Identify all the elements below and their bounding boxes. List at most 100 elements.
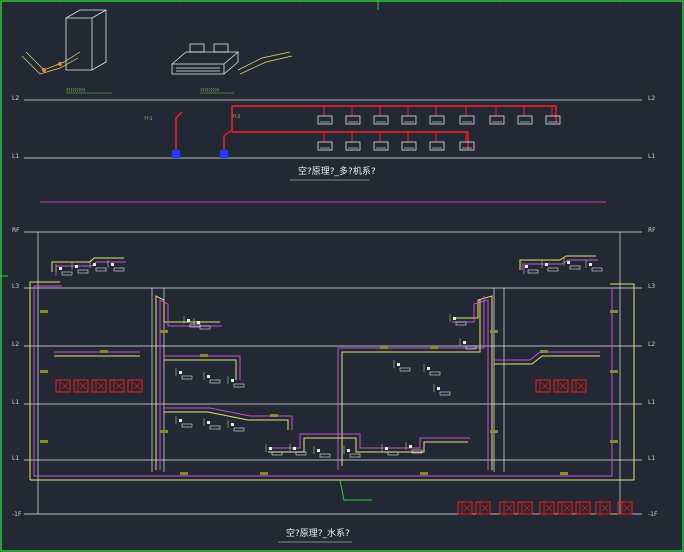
ahu-icon <box>55 379 71 393</box>
indoor-unit-icon <box>61 271 73 276</box>
ahu-icon <box>517 501 533 515</box>
indoor-unit-icon <box>317 115 333 125</box>
indoor-unit-icon <box>233 427 245 432</box>
ahu-icon <box>539 501 555 515</box>
indoor-unit-icon <box>189 323 201 328</box>
valve-icon <box>231 423 234 426</box>
ahu-icon <box>571 379 587 393</box>
level-label: RF <box>648 227 656 234</box>
pipe-size-tag <box>40 370 48 373</box>
valve-icon <box>347 449 350 452</box>
indoor-unit-icon <box>399 367 411 372</box>
top-ruler <box>59 4 621 7</box>
valve-icon <box>545 263 548 266</box>
valve-icon <box>58 62 62 66</box>
valve-icon <box>317 449 320 452</box>
level-label: L3 <box>648 283 655 290</box>
level-label: -1F <box>12 511 22 518</box>
pipe-size-tag <box>490 330 498 333</box>
ahu-fan-mark <box>505 504 513 512</box>
ahu-icon <box>127 379 143 393</box>
valve-icon <box>525 265 528 268</box>
indoor-unit-icon <box>411 449 423 454</box>
pipe-size-tag <box>430 346 438 349</box>
indoor-unit-icon <box>591 267 603 272</box>
ahu-fan-mark <box>115 382 123 390</box>
pipe-size-tag <box>100 350 108 353</box>
water-piping <box>29 255 635 501</box>
ducted-piping <box>237 51 293 75</box>
pipe-size-tag <box>40 440 48 443</box>
level-label: RF <box>12 227 20 234</box>
indoor-unit-icon <box>429 371 441 376</box>
ahu-fan-mark <box>623 504 631 512</box>
valve-icon <box>59 267 62 270</box>
level-label: L1 <box>12 399 19 406</box>
ahu-fan-mark <box>463 504 471 512</box>
indoor-unit-icon <box>77 269 89 274</box>
pipe-size-tag <box>180 472 188 475</box>
ahu-fan-mark <box>581 504 589 512</box>
indoor-unit-icon <box>439 391 451 396</box>
level-label: -1F <box>648 511 658 518</box>
ahu-icon <box>109 379 125 393</box>
indoor-unit-icon <box>209 379 221 384</box>
indoor-unit-icon <box>317 141 333 151</box>
pipe-size-tag <box>160 330 168 333</box>
ahu-icon <box>557 501 573 515</box>
indoor-unit-icon <box>95 267 107 272</box>
vrf-system-title: 空?原理?_多?机系? <box>298 165 376 177</box>
level-label: L1 <box>12 153 19 160</box>
valve-icon <box>427 367 430 370</box>
column-lines <box>37 232 621 514</box>
pipe-size-tag <box>560 472 568 475</box>
ahu-icon <box>499 501 515 515</box>
valve-icon <box>397 363 400 366</box>
level-label: L1 <box>648 399 655 406</box>
valve-icon <box>197 321 200 324</box>
pipe-size-tag <box>260 472 268 475</box>
ahu-fan-mark <box>79 382 87 390</box>
level-label: L2 <box>648 341 655 348</box>
ahu-fan-mark <box>563 504 571 512</box>
valve-icon <box>42 68 46 72</box>
ducted-caption: ????????? <box>200 88 219 93</box>
valve-icon <box>269 447 272 450</box>
valve-icon <box>293 447 296 450</box>
ahu-fan-mark <box>97 382 105 390</box>
indoor-unit-icon <box>373 141 389 151</box>
ahu-icon <box>575 501 591 515</box>
valve-icon <box>463 341 466 344</box>
indoor-unit-icon <box>181 423 193 428</box>
pipe-size-tag <box>610 370 618 373</box>
valve-icon <box>187 319 190 322</box>
indoor-unit-row <box>317 106 561 151</box>
valve-icon <box>437 387 440 390</box>
outdoor-caption: ????????? <box>66 88 85 93</box>
ahu-icon <box>91 379 107 393</box>
ahu-fan-mark <box>133 382 141 390</box>
indoor-unit-icon <box>459 115 475 125</box>
ahu-fan-mark <box>523 504 531 512</box>
indoor-unit-icon <box>401 115 417 125</box>
indoor-unit-icon <box>455 321 467 326</box>
ahu-fan-mark <box>545 504 553 512</box>
indoor-unit-icon <box>459 141 475 151</box>
ahu-icon <box>457 501 473 515</box>
valve-icon <box>179 371 182 374</box>
indoor-unit-icon <box>373 115 389 125</box>
level-label: L2 <box>12 341 19 348</box>
fan-coil-units <box>40 258 618 475</box>
indoor-unit-icon <box>569 265 581 270</box>
level-label: L2 <box>12 95 19 102</box>
valve-icon <box>207 421 210 424</box>
level-label: L3 <box>12 283 19 290</box>
pipe-size-tag <box>380 346 388 349</box>
ahu-icon <box>475 501 491 515</box>
indoor-unit-icon <box>233 383 245 388</box>
ahu-icon <box>553 379 569 393</box>
